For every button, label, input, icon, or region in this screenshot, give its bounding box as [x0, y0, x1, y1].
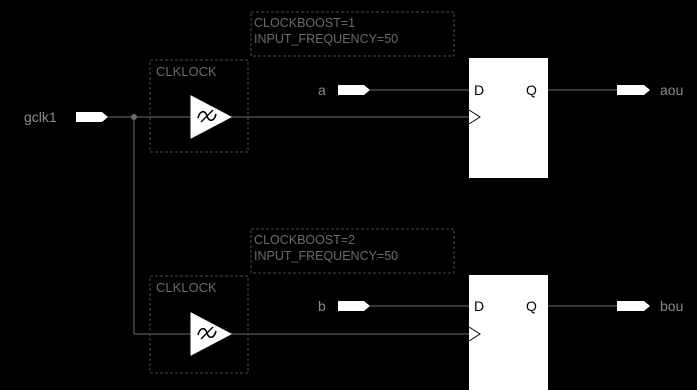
pll-top-buffer-icon[interactable] [190, 95, 233, 139]
pll-bottom-param-clockboost: CLOCKBOOST=2 [254, 233, 355, 247]
input-port-a[interactable] [338, 85, 370, 95]
pll-top-param-box [250, 11, 455, 57]
output-port-aou[interactable] [617, 85, 650, 95]
input-port-b[interactable] [338, 301, 370, 311]
register-bottom[interactable]: D Q [468, 275, 548, 390]
input-label-a: a [318, 82, 326, 98]
input-port-gclk1[interactable] [76, 112, 108, 122]
output-port-bou[interactable] [617, 301, 650, 311]
reg-bottom-q-pin: Q [526, 298, 537, 314]
pll-bottom-block-label: CLKLOCK [156, 280, 217, 295]
dashed-boxes [149, 11, 455, 374]
pll-top-block-label: CLKLOCK [156, 64, 217, 79]
reg-bottom-d-pin: D [474, 298, 484, 314]
reg-top-clock-marker [468, 109, 481, 125]
pll-bottom-buffer-icon[interactable] [190, 312, 233, 356]
reg-top-q-pin: Q [526, 82, 537, 98]
pll-top-param-clockboost: CLOCKBOOST=1 [254, 16, 355, 30]
register-top[interactable]: D Q [468, 58, 548, 178]
output-label-aou: aou [660, 82, 683, 98]
wires [108, 89, 617, 335]
reg-top-d-pin: D [474, 82, 484, 98]
output-label-bou: bou [660, 298, 683, 314]
pll-top-param-frequency: INPUT_FREQUENCY=50 [254, 32, 398, 46]
input-label-gclk1: gclk1 [24, 109, 57, 125]
wire-junction [131, 114, 137, 120]
pll-bottom-block-box [149, 275, 249, 374]
pll-bottom-param-frequency: INPUT_FREQUENCY=50 [254, 249, 398, 263]
pll-bottom-param-box [250, 228, 455, 274]
input-label-b: b [318, 298, 326, 314]
reg-bottom-clock-marker [468, 326, 481, 342]
